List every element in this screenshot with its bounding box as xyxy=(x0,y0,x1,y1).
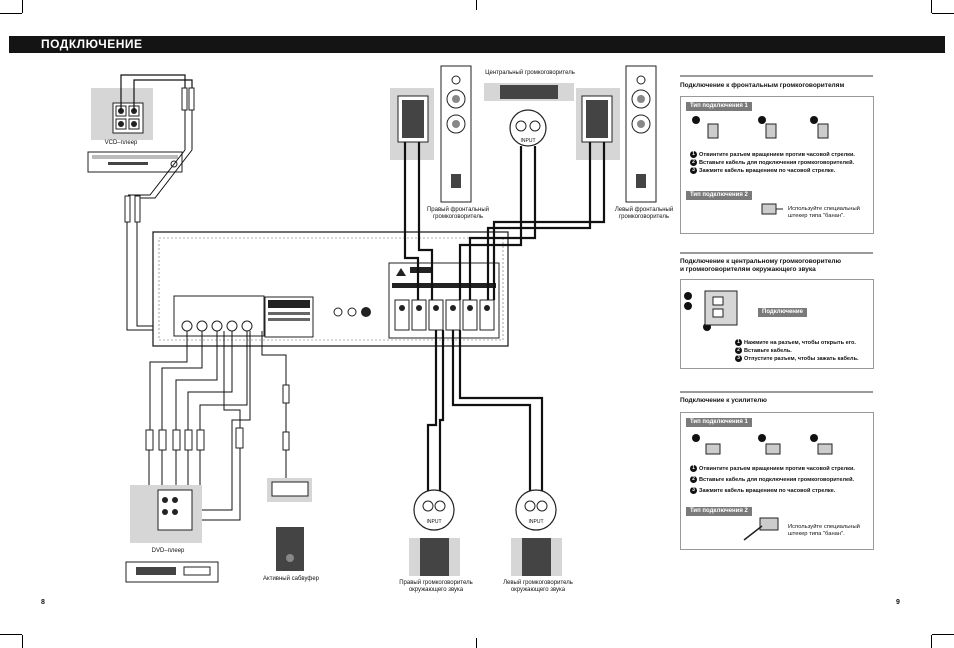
dvd-label: DVD–плеер xyxy=(151,548,185,554)
center-input-label: INPUT xyxy=(520,138,536,144)
panel-rule xyxy=(680,391,873,393)
panel-front-box xyxy=(680,96,874,234)
panel-front-type1: Тип подключения 1 xyxy=(686,102,752,111)
crop-mark xyxy=(931,635,932,648)
receiver xyxy=(152,231,509,347)
center-speaker-label: Центральный громкоговоритель xyxy=(485,70,575,76)
crop-mark xyxy=(22,635,23,648)
page-title: ПОДКЛЮЧЕНИЕ xyxy=(41,37,143,51)
header-bar xyxy=(9,36,945,53)
spring-terminal-illustration xyxy=(684,290,738,331)
center-speaker xyxy=(484,83,574,147)
panel-front-title: Подключение к фронтальным громкоговорите… xyxy=(680,82,845,89)
panel-rule xyxy=(680,75,873,77)
panel-amp-title: Подключение к усилителю xyxy=(680,397,767,404)
vcd-label: VCD–плеер xyxy=(104,140,138,146)
crop-mark xyxy=(931,0,932,13)
crop-mark xyxy=(0,634,22,635)
banana-plug-icon xyxy=(761,203,783,215)
surround-right-speaker xyxy=(409,489,460,576)
amp-terminal-illustration xyxy=(692,434,833,455)
panel-amp-type1: Тип подключения 1 xyxy=(686,418,752,427)
subwoofer-label: Активный сабвуфер xyxy=(263,576,319,582)
page-number-left: 8 xyxy=(41,599,45,606)
vcd-player xyxy=(87,88,183,173)
panel-amp-type2: Тип подключения 2 xyxy=(686,507,752,516)
surround-left-input-label: INPUT xyxy=(528,519,544,525)
front-left-speaker xyxy=(576,65,657,203)
panel-center-tag: Подключение xyxy=(758,308,807,317)
front-terminal-illustration xyxy=(692,116,829,139)
panel-front-type2: Тип подключения 2 xyxy=(686,191,752,200)
panel-rule xyxy=(680,252,873,254)
crop-mark xyxy=(476,638,477,648)
subwoofer xyxy=(267,478,312,571)
dvd-player xyxy=(125,485,219,583)
surround-right-input-label: INPUT xyxy=(426,519,442,525)
panel-center-title: Подключение к центральному громкоговорит… xyxy=(680,258,842,273)
crop-mark xyxy=(932,634,954,635)
crop-mark xyxy=(0,13,22,14)
page-number-right: 9 xyxy=(896,599,900,606)
front-right-speaker xyxy=(390,65,472,203)
banana-plug-amp-icon xyxy=(743,517,779,541)
crop-mark xyxy=(22,0,23,13)
crop-mark xyxy=(476,0,477,10)
crop-mark xyxy=(932,13,954,14)
surround-left-speaker xyxy=(511,489,562,576)
